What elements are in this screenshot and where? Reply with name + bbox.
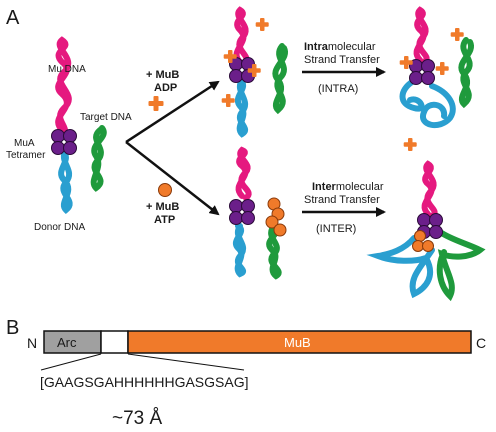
mua-tetramer [229,199,255,225]
donor-dna-strand [399,79,456,129]
c-terminus-label: C [476,335,486,351]
mu-dna-strand [413,6,430,65]
donor-dna-label: Donor DNA [34,222,85,233]
mub-dot-icon [273,223,287,237]
donor-dna-strand [235,77,249,138]
upper-branch-arrow [125,80,220,144]
mub-domain-label: MuB [284,335,311,350]
mub-dot-icon [265,215,279,229]
adp-condition-line1: + MuB [146,69,179,81]
mu-dna-strand [235,146,252,201]
mua-tetramer [409,59,435,85]
mua-label-line1: MuA [14,138,35,149]
mub-domain [127,330,472,354]
linker-pointer-left [40,353,102,371]
target-dna-strand [266,223,282,280]
mub-dot-icon [422,240,434,252]
target-dna-strand [272,43,288,115]
donor-dna-strand [366,235,435,299]
n-terminus-label: N [27,335,37,351]
mu-dna-strand [55,36,72,137]
mua-tetramer [51,129,77,155]
inter-abbrev: (INTER) [316,223,356,235]
arc-domain-label: Arc [57,335,77,350]
inter-product [366,160,486,302]
mub-cross-icon [221,94,235,107]
mub-adp-cross-icon [148,96,164,111]
intra-title-line2: Strand Transfer [304,54,380,66]
atp-condition-line2: ATP [154,214,175,226]
linker-domain [100,330,129,354]
starting-complex [51,36,107,215]
inter-title-line1: Intermolecular [312,181,384,193]
target-dna-label: Target DNA [80,112,132,123]
mu-dna-label: Mu DNA [48,64,86,75]
intra-abbrev: (INTRA) [318,83,358,95]
mu-dna-strand [421,160,438,219]
mub-cross-icon [403,138,417,151]
mub-cross-icon [450,28,464,41]
mub-dot-icon [412,240,424,252]
mu-dna-strand [233,6,250,67]
atp-condition-line1: + MuB [146,201,179,213]
mub-cross-icon [399,56,413,69]
lower-branch-arrow [125,141,220,216]
target-dna-strand [90,125,107,192]
atp-complex [229,146,287,280]
panel-a-letter: A [6,7,20,29]
donor-dna-strand [58,147,73,215]
mua-label-line2: Tetramer [6,150,46,161]
mub-atp-dot-icon [158,183,172,197]
target-dna-strand [458,37,474,109]
mub-dot-icon [414,230,426,242]
panel-b-letter: B [6,317,19,339]
intra-product [399,6,474,151]
linker-sequence: [GAAGSGAHHHHHHGASGSAG] [40,374,248,390]
mub-cross-icon [223,50,237,63]
linker-pointer-right [127,353,245,371]
adp-complex [221,6,288,138]
mub-cross-icon [255,18,269,31]
donor-dna-strand [233,223,247,278]
linker-distance: ~73 Å [112,408,163,429]
mub-cross-icon [435,62,449,75]
intra-title-line1: Intramolecular [304,41,376,53]
adp-condition-line2: ADP [154,82,177,94]
target-dna-strand [436,229,486,302]
mub-cross-icon [247,64,261,77]
inter-title-line2: Strand Transfer [304,194,380,206]
